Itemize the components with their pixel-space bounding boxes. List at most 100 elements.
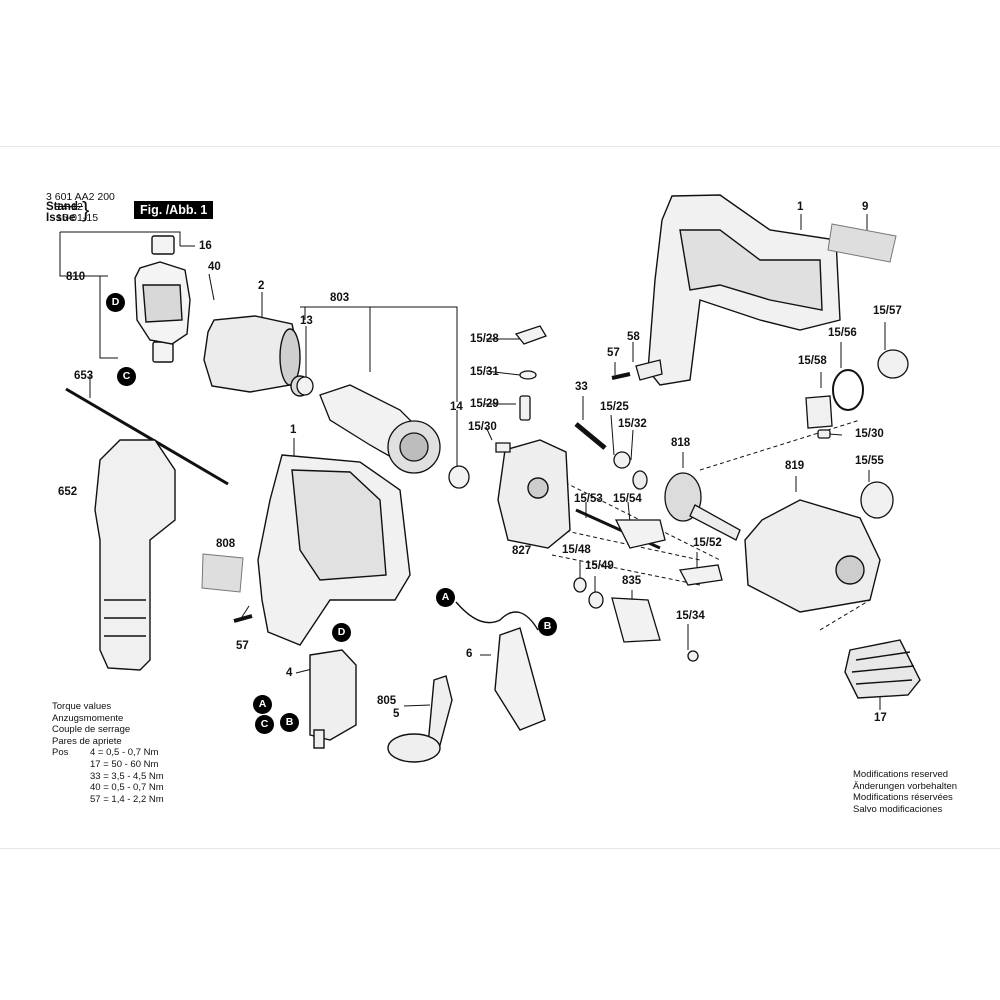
callout-1-right: 1 bbox=[797, 201, 804, 213]
cable-6 bbox=[455, 601, 546, 731]
callout-15-32: 15/32 bbox=[618, 418, 647, 430]
callout-15-49: 15/49 bbox=[585, 560, 614, 572]
torque-row: 57 = 1,4 - 2,2 Nm bbox=[90, 793, 164, 805]
armature-803 bbox=[296, 376, 470, 489]
callout-15-52: 15/52 bbox=[693, 537, 722, 549]
callout-803: 803 bbox=[330, 292, 350, 304]
torque-title-de: Anzugsmomente bbox=[52, 712, 124, 724]
torque-title-es: Pares de apriete bbox=[52, 735, 122, 747]
callout-819: 819 bbox=[785, 460, 805, 472]
callout-15-31: 15/31 bbox=[470, 366, 499, 378]
callout-835: 835 bbox=[622, 575, 642, 587]
callout-15-58: 15/58 bbox=[798, 355, 827, 367]
issue-label: Issue bbox=[46, 212, 76, 224]
bottom-separator bbox=[0, 848, 1000, 849]
chuck-17 bbox=[844, 639, 921, 699]
callout-14: 14 bbox=[450, 401, 463, 413]
torque-row: 40 = 0,5 - 0,7 Nm bbox=[90, 782, 164, 794]
gear-housing-819 bbox=[744, 499, 881, 613]
callout-810: 810 bbox=[66, 271, 86, 283]
right-small-parts bbox=[805, 349, 909, 519]
callout-58: 58 bbox=[627, 331, 640, 343]
torque-row: 17 = 50 - 60 Nm bbox=[90, 758, 159, 770]
modifications-note: Modifications reserved Änderungen vorbeh… bbox=[853, 769, 957, 815]
torque-values: Torque values Anzugsmomente Couple de se… bbox=[52, 701, 164, 805]
marker-a-switch: A bbox=[253, 695, 272, 714]
callout-5: 5 bbox=[393, 708, 400, 720]
callout-15-57: 15/57 bbox=[873, 305, 902, 317]
bracket-803 bbox=[300, 306, 458, 402]
part-805 bbox=[387, 675, 453, 763]
switch-4 bbox=[309, 649, 357, 749]
side-handle-652 bbox=[65, 387, 229, 671]
screw-57 bbox=[233, 614, 253, 623]
marker-b: B bbox=[538, 617, 557, 636]
torque-row: 33 = 3,5 - 4,5 Nm bbox=[90, 770, 164, 782]
small-parts bbox=[495, 325, 723, 662]
marker-c: C bbox=[117, 367, 136, 386]
callout-15-25: 15/25 bbox=[600, 401, 629, 413]
figure-label: Fig. /Abb. 1 bbox=[134, 201, 214, 219]
mod-fr: Modifications réservées bbox=[853, 792, 953, 804]
callout-15-54: 15/54 bbox=[613, 493, 642, 505]
marker-c-switch: C bbox=[255, 715, 274, 734]
callout-15-34: 15/34 bbox=[676, 610, 705, 622]
callout-9: 9 bbox=[862, 201, 869, 213]
callout-40: 40 bbox=[208, 261, 221, 273]
callout-15-56: 15/56 bbox=[828, 327, 857, 339]
callout-15-28: 15/28 bbox=[470, 333, 499, 345]
callout-15-53: 15/53 bbox=[574, 493, 603, 505]
brace-glyph: } bbox=[82, 197, 90, 222]
mod-en: Modifications reserved bbox=[853, 769, 949, 780]
torque-title-en: Torque values bbox=[52, 701, 112, 712]
callout-15-55: 15/55 bbox=[855, 455, 884, 467]
callout-1-left: 1 bbox=[290, 424, 297, 436]
callout-15-30-right: 15/30 bbox=[855, 428, 884, 440]
callout-2: 2 bbox=[258, 280, 265, 292]
marker-d: D bbox=[106, 293, 125, 312]
stator-2 bbox=[203, 315, 310, 397]
marker-d-switch: D bbox=[332, 623, 351, 642]
old-date: 14-12 bbox=[56, 201, 83, 213]
top-separator bbox=[0, 146, 1000, 147]
marker-b-switch: B bbox=[280, 713, 299, 732]
callout-827: 827 bbox=[512, 545, 532, 557]
screw-57-right bbox=[611, 372, 631, 380]
callout-13: 13 bbox=[300, 315, 313, 327]
label-808 bbox=[201, 553, 244, 593]
callout-33: 33 bbox=[575, 381, 588, 393]
part-number: 3 601 AA2 200 bbox=[46, 191, 115, 203]
bracket-810 bbox=[59, 231, 181, 359]
mod-es: Salvo modificaciones bbox=[853, 803, 943, 815]
torque-title-fr: Couple de serrage bbox=[52, 724, 131, 736]
label-9 bbox=[827, 223, 897, 263]
marker-a: A bbox=[436, 588, 455, 607]
gear-818 bbox=[632, 470, 741, 541]
gear-case-827 bbox=[497, 439, 571, 549]
callout-15-29: 15/29 bbox=[470, 398, 499, 410]
housing-left-1 bbox=[257, 454, 411, 646]
callout-808: 808 bbox=[216, 538, 236, 550]
callout-15-30-left: 15/30 bbox=[468, 421, 497, 433]
callout-805: 805 bbox=[377, 695, 397, 707]
brush-holder-810 bbox=[134, 235, 191, 363]
callout-653: 653 bbox=[74, 370, 94, 382]
callout-57-left: 57 bbox=[236, 640, 249, 652]
callout-57-right: 57 bbox=[607, 347, 620, 359]
stand-label: Stand bbox=[46, 201, 78, 213]
callout-16: 16 bbox=[199, 240, 212, 252]
part-58 bbox=[635, 359, 663, 381]
callout-4: 4 bbox=[286, 667, 293, 679]
new-date: 15-01-15 bbox=[56, 212, 99, 224]
callout-652: 652 bbox=[58, 486, 78, 498]
housing-right-1 bbox=[647, 194, 841, 386]
callout-15-48: 15/48 bbox=[562, 544, 591, 556]
callout-6: 6 bbox=[466, 648, 473, 660]
callout-818: 818 bbox=[671, 437, 691, 449]
callout-17: 17 bbox=[874, 712, 887, 724]
mod-de: Änderungen vorbehalten bbox=[853, 780, 958, 792]
